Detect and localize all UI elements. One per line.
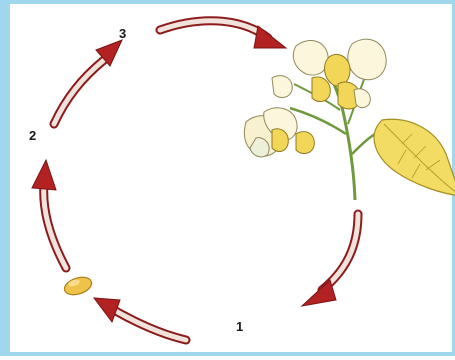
flowering-plant-icon xyxy=(244,39,455,200)
arrow-left-upper xyxy=(54,40,122,124)
arrow-right xyxy=(302,214,358,306)
seed-icon xyxy=(62,274,94,298)
stage-label-2: 2 xyxy=(29,129,36,142)
stage-label-1: 1 xyxy=(236,320,243,333)
arrow-left-lower xyxy=(32,160,66,268)
arrow-bottom xyxy=(94,298,186,340)
arrow-top xyxy=(160,21,286,48)
stage-label-3: 3 xyxy=(119,27,126,40)
cycle-artwork xyxy=(10,4,455,360)
